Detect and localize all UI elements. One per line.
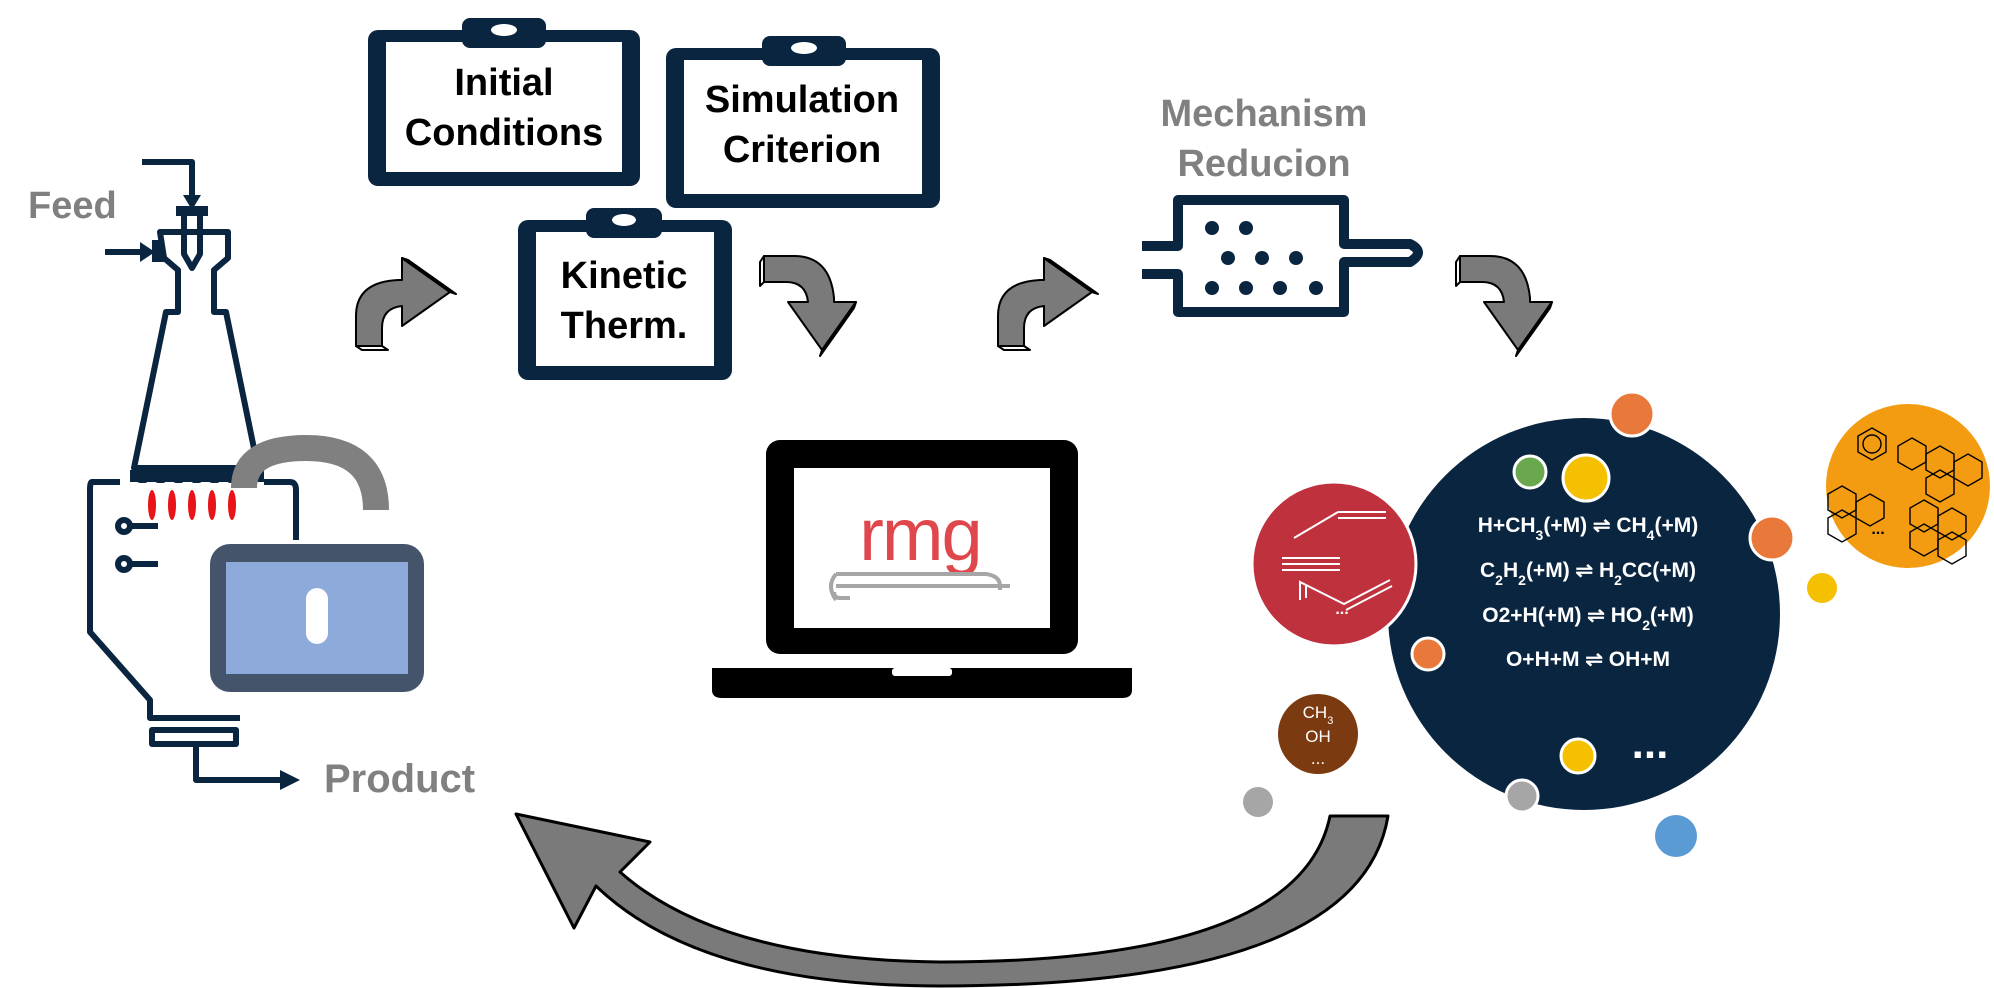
gray-bubble xyxy=(1243,787,1273,817)
green-bubble xyxy=(1512,454,1548,490)
orange-bubble xyxy=(1410,636,1446,672)
curved-arrow-down-right-1 xyxy=(759,255,857,357)
gold-bubble xyxy=(1561,453,1611,503)
species-line1: CH3 xyxy=(1303,703,1334,727)
reaction-2: C2H2(+M) ⇌ H2CC(+M) xyxy=(1480,559,1696,588)
reaction-4: O+H+M ⇌ OH+M xyxy=(1506,648,1670,671)
clipboard-line1: Simulation xyxy=(705,79,899,121)
gray-bubble xyxy=(1504,778,1540,814)
gold-bubble xyxy=(1559,737,1597,775)
species-bubbles xyxy=(1243,390,1837,857)
gold-bubble xyxy=(1807,573,1837,603)
rmg-logo-text: rmg xyxy=(859,493,980,576)
molecule-ellipsis: ... xyxy=(1335,601,1348,618)
reactor-icon xyxy=(87,159,300,790)
species-line3: ... xyxy=(1311,749,1325,768)
clipboard-line2: Therm. xyxy=(561,305,688,347)
mechanism-circle: H+CH3(+M) ⇌ CH4(+M) C2H2(+M) ⇌ H2CC(+M) … xyxy=(1388,418,1780,810)
return-arrow xyxy=(514,812,1390,988)
orange-bubble xyxy=(1748,514,1796,562)
blue-bubble xyxy=(1655,815,1697,857)
curved-arrow-up-right-2 xyxy=(997,257,1099,351)
unlocked-padlock-icon xyxy=(210,434,424,692)
clipboard-line2: Criterion xyxy=(723,129,881,171)
reaction-1: H+CH3(+M) ⇌ CH4(+M) xyxy=(1478,514,1698,543)
clipboard-simulation-criterion: Simulation Criterion xyxy=(666,36,940,208)
curved-arrow-up-right-1 xyxy=(355,257,457,351)
sieve-filter-icon xyxy=(1142,195,1423,317)
alkyne-molecules-circle: ... xyxy=(1250,480,1418,648)
clipboard-line1: Kinetic xyxy=(561,255,688,297)
reactions-ellipsis: ... xyxy=(1632,719,1669,768)
product-label: Product xyxy=(324,757,475,801)
laptop-icon: rmg xyxy=(712,440,1132,698)
feed-label: Feed xyxy=(28,185,117,227)
aromatic-ellipsis: ... xyxy=(1871,521,1884,538)
aromatics-circle: ... xyxy=(1826,404,1990,568)
clipboard-line2: Conditions xyxy=(405,112,603,154)
clipboard-line1: Initial xyxy=(454,62,553,104)
orange-bubble xyxy=(1608,390,1656,438)
methanol-bubble: CH3 OH ... xyxy=(1278,694,1358,774)
reaction-3: O2+H(+M) ⇌ HO2(+M) xyxy=(1482,604,1694,633)
clipboard-kinetic-thermo: Kinetic Therm. xyxy=(518,208,732,380)
species-line2: OH xyxy=(1305,727,1331,746)
curved-arrow-down-right-2 xyxy=(1455,255,1553,357)
mechanism-label-line2: Reducion xyxy=(1177,143,1350,185)
mechanism-label-line1: Mechanism xyxy=(1161,93,1368,135)
clipboard-initial-conditions: Initial Conditions xyxy=(368,18,640,186)
rmg-logo: rmg xyxy=(829,493,1010,602)
